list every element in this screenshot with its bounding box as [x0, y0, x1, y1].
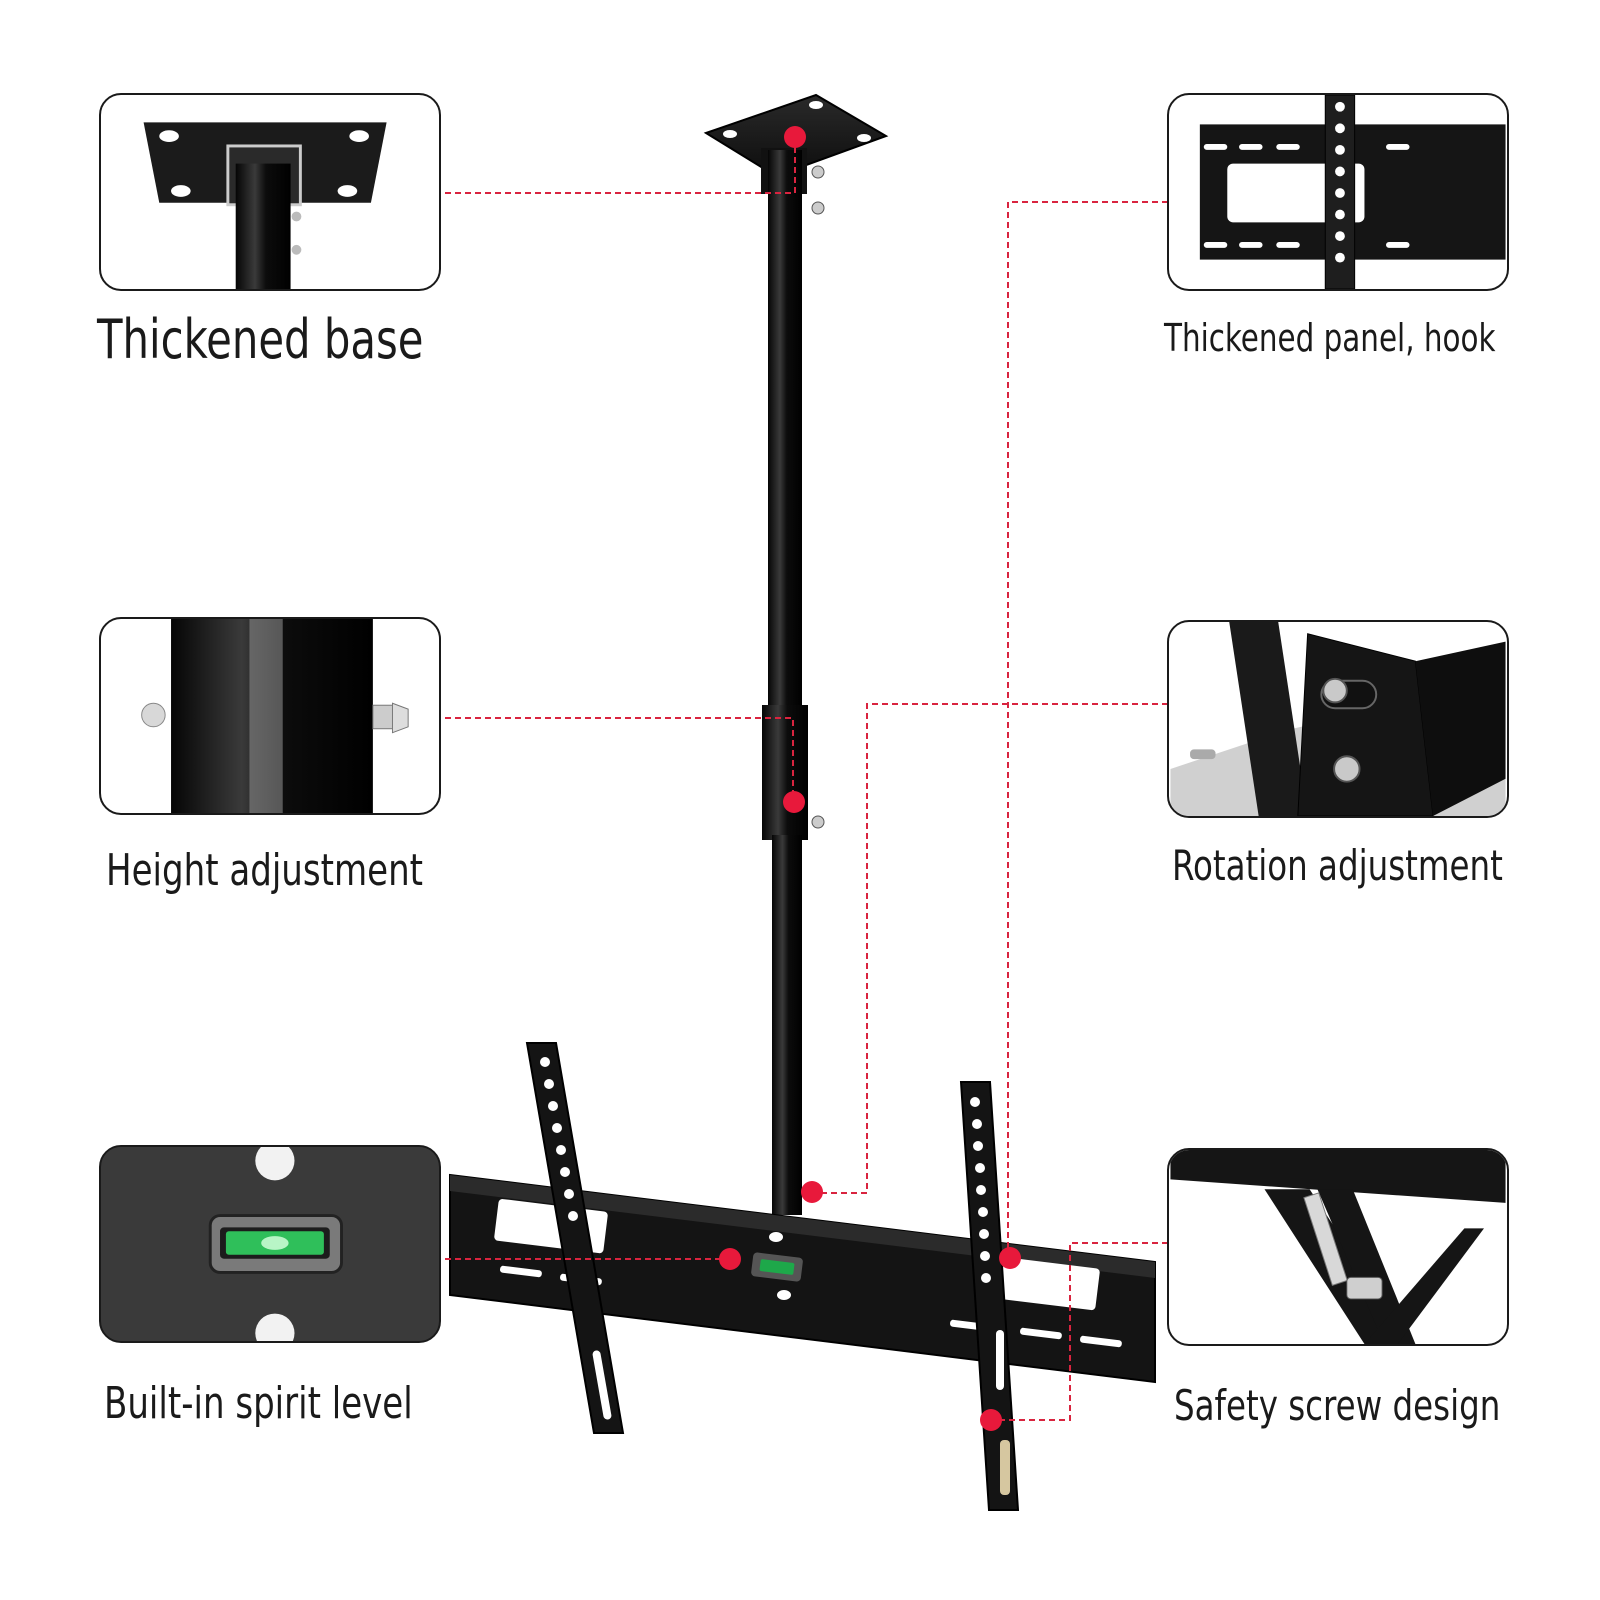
thumbnail-spirit-level	[99, 1145, 441, 1343]
marker-dot-level	[719, 1248, 741, 1270]
pole-sleeve	[762, 705, 808, 840]
caption-height-adjustment: Height adjustment	[106, 845, 424, 896]
thumbnail-safety-screw-design	[1167, 1148, 1509, 1346]
vertical-arm-right	[959, 1081, 1020, 1511]
thumbnail-thickened-base	[99, 93, 441, 291]
lower-pole	[772, 835, 802, 1215]
leader-lines	[445, 140, 1168, 1421]
marker-dot-base	[784, 126, 806, 148]
vertical-arm-left	[525, 1042, 625, 1434]
thumbnail-rotation-adjustment	[1167, 620, 1509, 818]
caption-thickened-base: Thickened base	[97, 308, 424, 371]
caption-rotation-adjustment: Rotation adjustment	[1172, 841, 1503, 890]
marker-dot-safety	[980, 1409, 1002, 1431]
caption-thickened-panel-hook: Thickened panel, hook	[1164, 316, 1496, 360]
caption-built-in-spirit-level: Built-in spirit level	[104, 1378, 413, 1429]
marker-dot-height	[783, 791, 805, 813]
caption-safety-screw-design: Safety screw design	[1174, 1381, 1501, 1430]
marker-dot-panel	[999, 1247, 1021, 1269]
marker-dots	[719, 126, 1021, 1431]
marker-dot-rotation	[801, 1181, 823, 1203]
thumbnail-thickened-panel-hook	[1167, 93, 1509, 291]
thumbnail-height-adjustment	[99, 617, 441, 815]
